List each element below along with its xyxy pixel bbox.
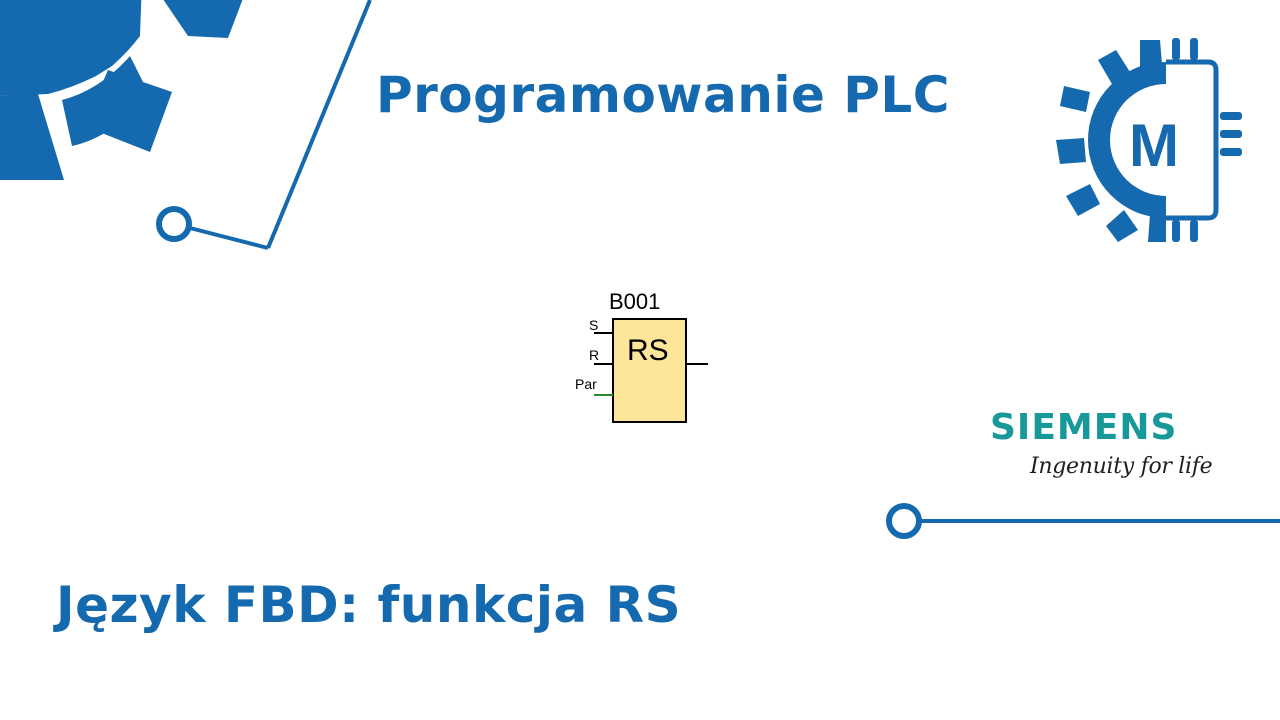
siemens-slogan: Ingenuity for life	[1030, 454, 1213, 479]
input-label-s: S	[589, 317, 598, 333]
page-title: Programowanie PLC	[376, 66, 950, 124]
circuit-line-left	[156, 0, 372, 250]
chip-gear-icon: M	[1056, 38, 1242, 242]
siemens-logo-text: SIEMENS	[990, 407, 1178, 448]
block-id: B001	[609, 289, 660, 314]
rs-block[interactable]	[612, 318, 687, 423]
page-subtitle: Język FBD: funkcja RS	[56, 576, 682, 634]
input-label-r: R	[589, 347, 599, 363]
logo-letter: M	[1129, 112, 1179, 179]
block-label: RS	[627, 334, 669, 367]
input-label-par: Par	[575, 376, 597, 392]
circuit-line-right	[886, 503, 1280, 539]
gear-icon	[0, 0, 243, 180]
